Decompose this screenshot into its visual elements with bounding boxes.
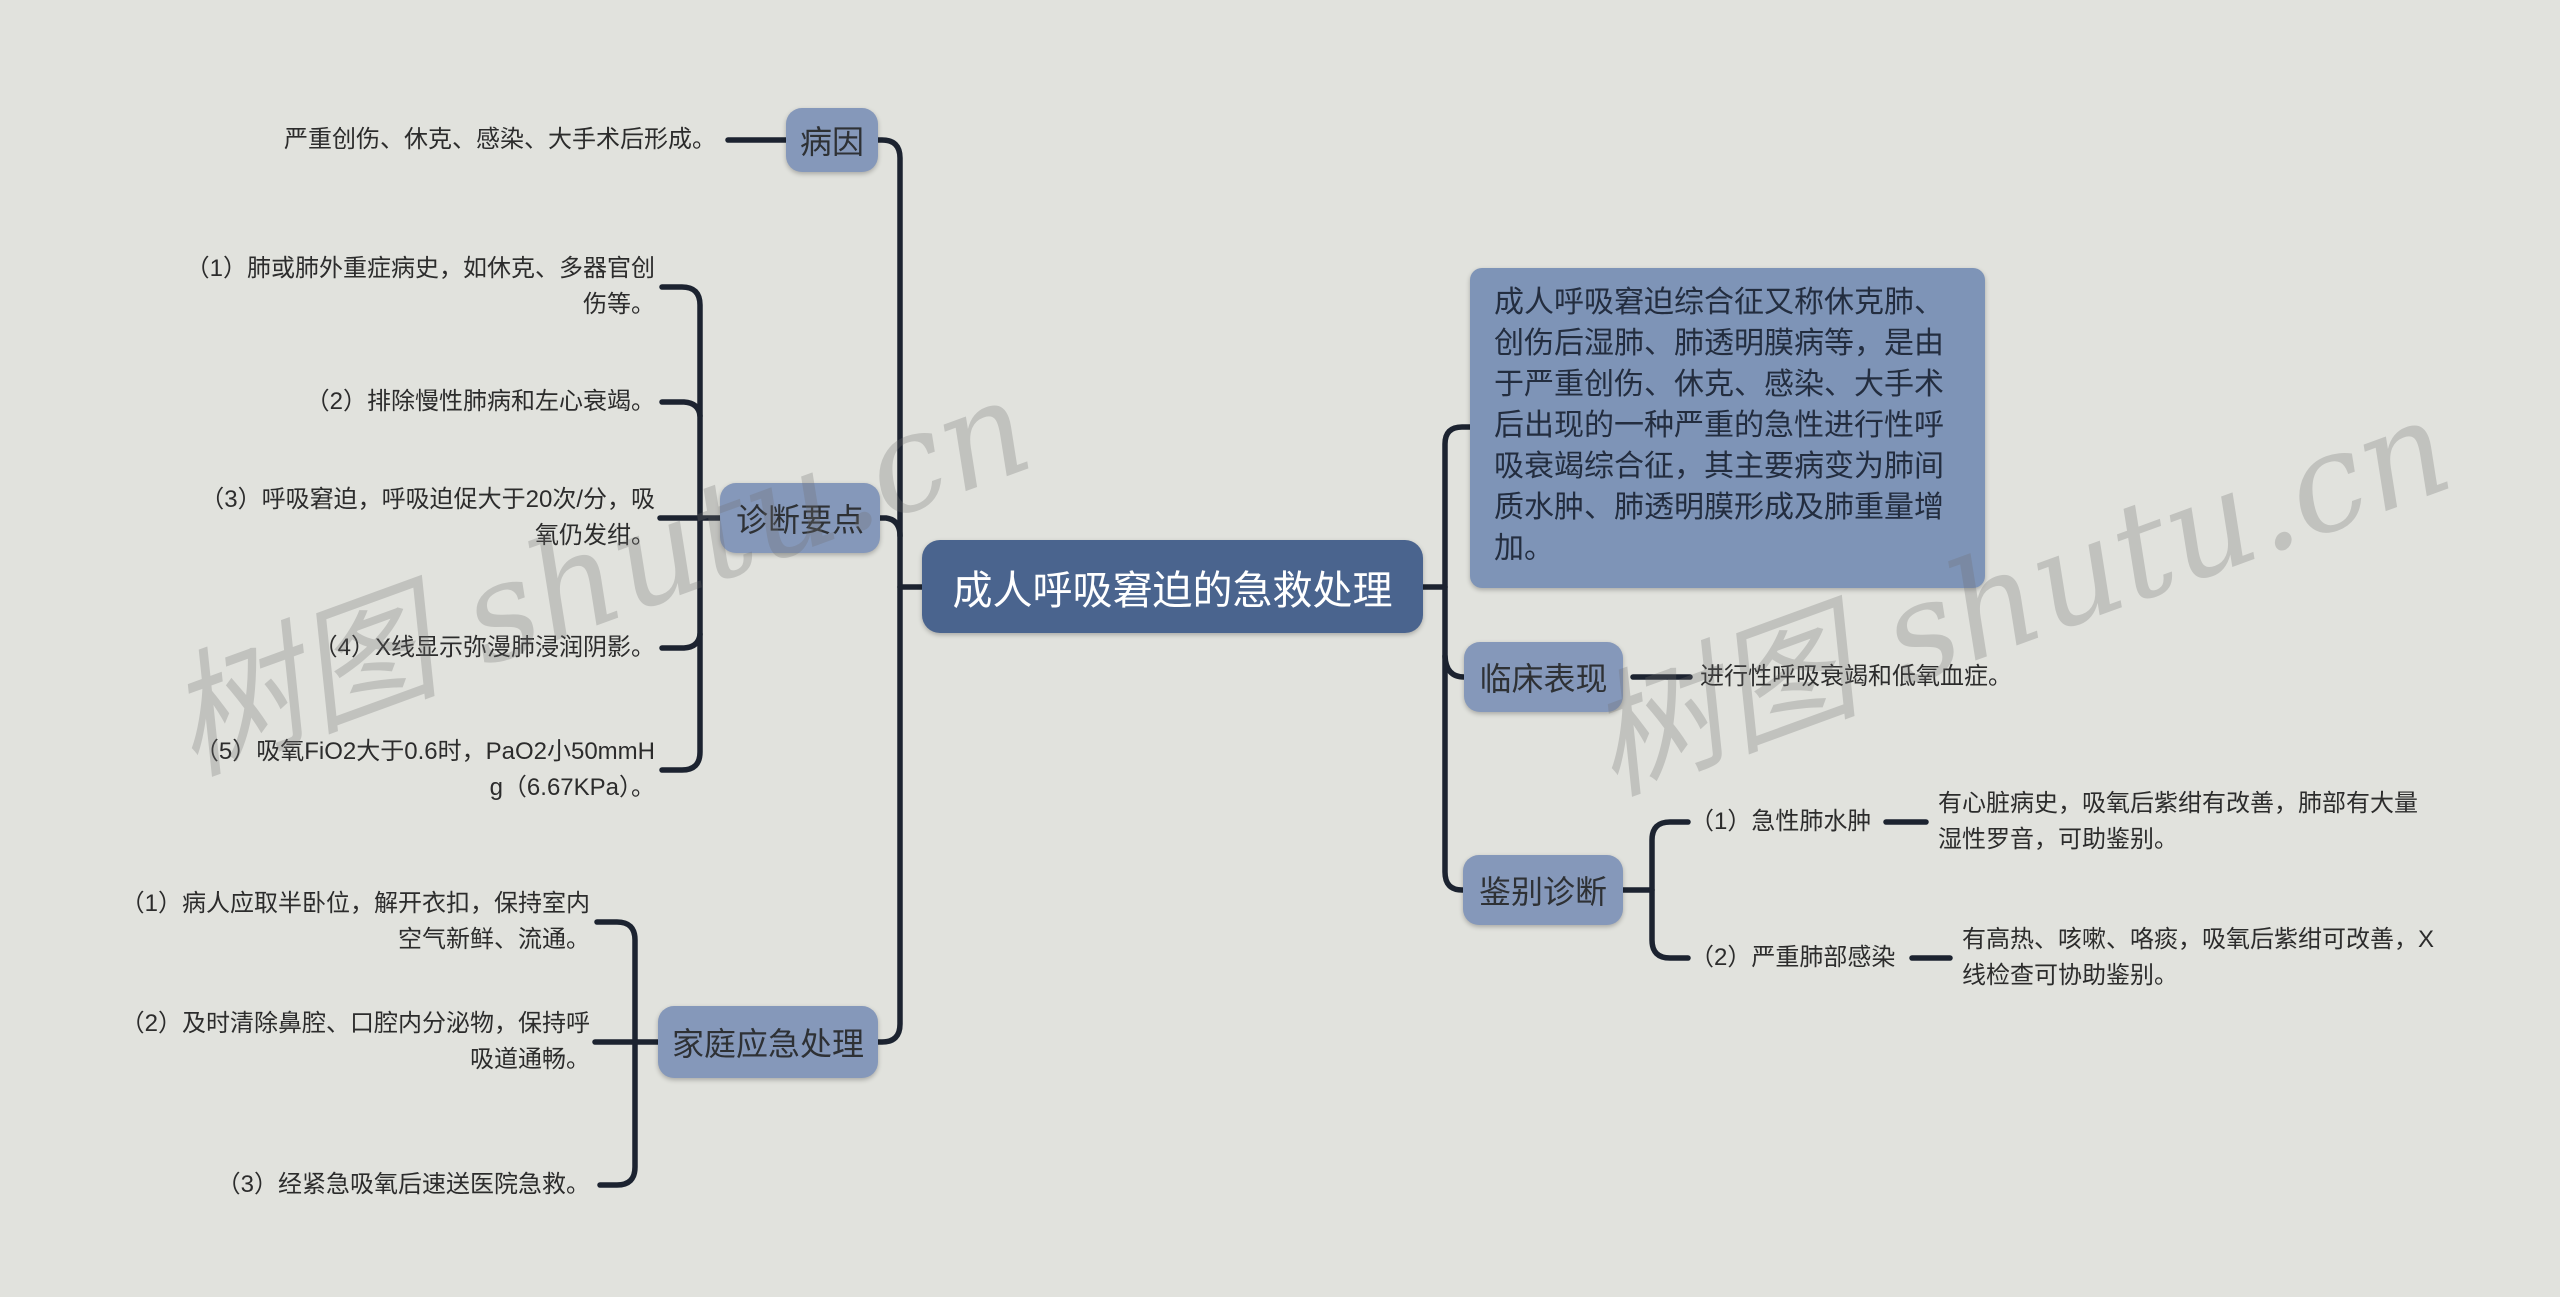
- diagnosis-item4-hook: [659, 631, 703, 651]
- diagnosis-item-5: （5）吸氧FiO2大于0.6时，PaO2小50mmH g（6.67KPa）。: [194, 738, 655, 801]
- diagnosis-item-1: （1）肺或肺外重症病史，如休克、多器官创 伤等。: [185, 255, 655, 318]
- diagnosis-trunk-stub: [877, 515, 903, 539]
- homecare-bracket: [594, 919, 638, 1188]
- diagnosis-node[interactable]: 诊断要点: [720, 483, 880, 553]
- clinical-trunk-stub: [1442, 653, 1467, 680]
- clinical-item-text: 进行性呼吸衰竭和低氧血症。: [1700, 663, 2012, 690]
- diagnosis-bracket: [659, 284, 703, 773]
- cause-node[interactable]: 病因: [786, 108, 878, 172]
- clinical-node[interactable]: 临床表现: [1464, 642, 1623, 712]
- diagnosis-item-2: （2）排除慢性肺病和左心衰竭。: [305, 388, 655, 415]
- cause-item-text: 严重创伤、休克、感染、大手术后形成。: [284, 126, 716, 153]
- home-care-node[interactable]: 家庭应急处理: [658, 1006, 878, 1078]
- diagnosis-item2-hook: [659, 399, 703, 419]
- overview-text-box[interactable]: 成人呼吸窘迫综合征又称休克肺、 创伤后湿肺、肺透明膜病等，是由 于严重创伤、休克…: [1470, 268, 1985, 588]
- diagnosis-item-3: （3）呼吸窘迫，呼吸迫促大于20次/分，吸 氧仍发绀。: [200, 486, 655, 549]
- differential-item-1-desc: 有心脏病史，吸氧后紫绀有改善，肺部有大量 湿性罗音，可助鉴别。: [1938, 790, 2418, 853]
- home-care-item-1: （1）病人应取半卧位，解开衣扣，保持室内 空气新鲜、流通。: [120, 890, 590, 953]
- home-care-item-2: （2）及时清除鼻腔、口腔内分泌物，保持呼 吸道通畅。: [120, 1010, 590, 1073]
- central-topic-node[interactable]: 成人呼吸窘迫的急救处理: [922, 540, 1423, 633]
- differential-item-1-label: （1）急性肺水肿: [1690, 808, 1872, 835]
- left-trunk-line: [875, 137, 903, 1045]
- home-care-item-3: （3）经紧急吸氧后速送医院急救。: [216, 1171, 590, 1198]
- differential-node[interactable]: 鉴别诊断: [1463, 855, 1623, 925]
- differential-item-2-desc: 有高热、咳嗽、咯痰，吸氧后紫绀可改善，X 线检查可协助鉴别。: [1962, 926, 2435, 989]
- diagnosis-item-4: （4）X线显示弥漫肺浸润阴影。: [313, 634, 655, 661]
- differential-item-2-label: （2）严重肺部感染: [1690, 944, 1896, 971]
- differential-bracket: [1649, 819, 1691, 961]
